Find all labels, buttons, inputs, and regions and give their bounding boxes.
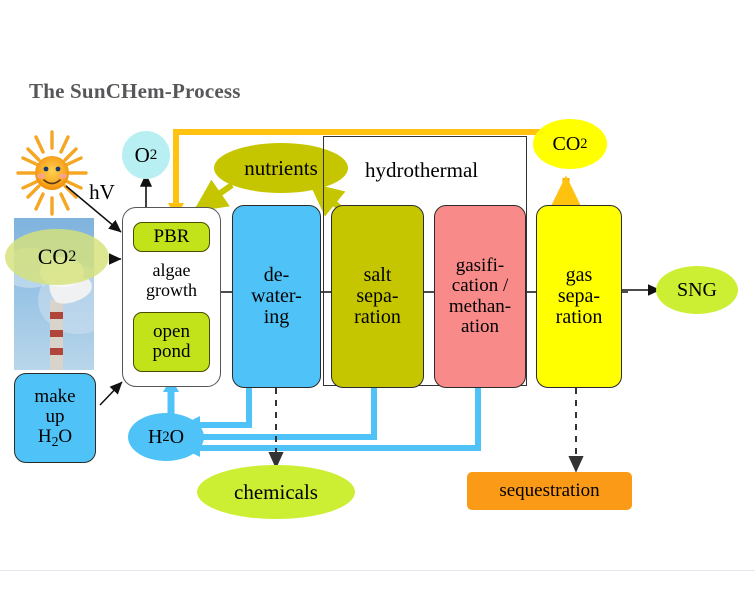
chemicals-label: chemicals (234, 479, 318, 504)
arrow-nutrients-to-algae (193, 179, 234, 213)
water-recycle-ellipse (128, 413, 204, 461)
sng-ellipse (656, 266, 738, 314)
process-box-gasification[interactable]: gasifi-cation /methan-ation (434, 205, 526, 388)
process-box-dewatering[interactable]: de-water-ing (232, 205, 321, 388)
page-title: The SunCHem-Process (29, 79, 241, 103)
sng-label: SNG (676, 278, 717, 301)
co2-recycle-ellipse (533, 119, 607, 169)
co2-source-ellipse (5, 229, 109, 285)
sub-box-pbr[interactable]: PBR (133, 222, 210, 252)
sun-illustration (16, 130, 88, 216)
sequestration-box[interactable]: sequestration (467, 472, 632, 510)
arrow-sun-to-algae (65, 185, 122, 233)
water-recycle-lines (200, 388, 481, 451)
o2-bubble (122, 131, 170, 179)
footer-divider (0, 570, 755, 571)
process-box-dewatering-label: de-water-ing (251, 263, 302, 329)
co2-recycle-line (173, 129, 566, 205)
sub-box-pbr-label: PBR (153, 225, 190, 247)
hydrothermal-label: hydrothermal (365, 158, 479, 182)
hv-label: hV (89, 179, 115, 204)
arrow-makeup-water-to-algae (99, 381, 123, 406)
nutrients-label: nutrients (244, 155, 318, 180)
hydrothermal-frame (323, 136, 527, 386)
process-box-gasification-label: gasifi-cation /methan-ation (448, 255, 512, 337)
sequestration-label: sequestration (499, 480, 600, 501)
nutrients-ellipse (214, 143, 348, 193)
chemicals-ellipse (197, 465, 355, 519)
